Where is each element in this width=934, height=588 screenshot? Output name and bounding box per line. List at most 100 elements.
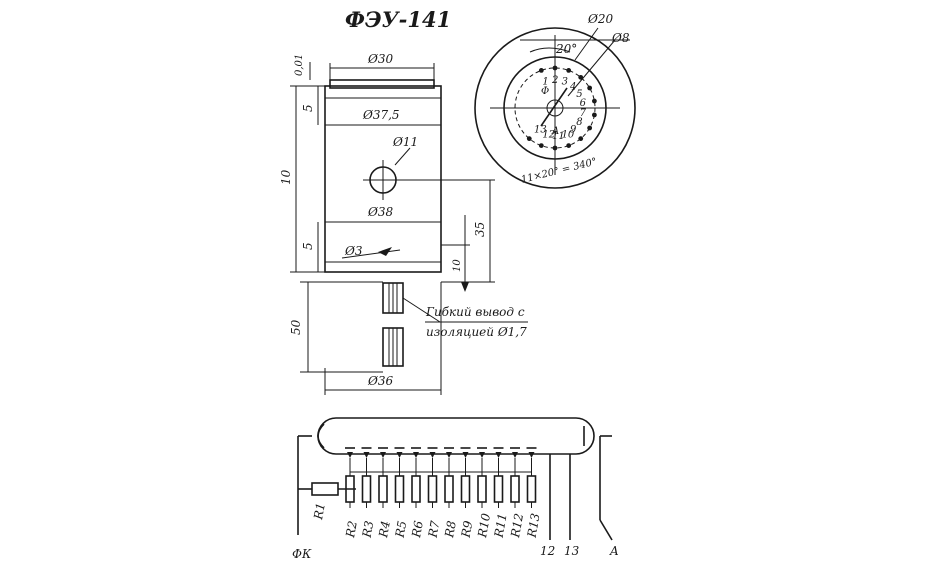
dynode-arrow xyxy=(363,452,370,458)
terminal-a: A xyxy=(609,544,619,558)
dim-10-small: 10 xyxy=(452,259,463,272)
label-resistor: R2 xyxy=(343,520,360,540)
dim-5-top: 5 xyxy=(301,104,315,112)
dynode-arrow xyxy=(429,452,436,458)
pin-label-phi: Φ xyxy=(541,86,549,97)
resistor xyxy=(361,475,372,503)
pin-label: 9 xyxy=(570,124,577,135)
pin-label: 5 xyxy=(576,89,582,100)
dim-angle: 20° xyxy=(555,42,577,56)
tube-window xyxy=(329,79,435,89)
base-outer-circle xyxy=(474,27,636,189)
label-resistor: R4 xyxy=(376,520,393,540)
label-resistor: R12 xyxy=(508,512,526,539)
label-resistor: R13 xyxy=(524,512,542,540)
base-pin xyxy=(591,112,597,118)
dim-diam-375: Ø37,5 xyxy=(362,108,400,122)
pin-label: 13 xyxy=(534,124,547,135)
base-pin xyxy=(566,68,572,73)
base-pin xyxy=(587,125,593,131)
base-pin xyxy=(552,145,558,151)
dynode-arrow xyxy=(380,452,386,458)
base-pin xyxy=(538,68,544,73)
dim-top-gap: 0,01 xyxy=(294,54,305,76)
label-resistor: R7 xyxy=(425,519,442,539)
dynode-arrow xyxy=(347,452,353,458)
resistor xyxy=(378,475,388,503)
label-resistor: R6 xyxy=(409,519,426,539)
key-arrow xyxy=(540,87,568,127)
label-resistor: R11 xyxy=(491,512,509,539)
pin-label-a: A xyxy=(551,126,559,137)
dim-35: 35 xyxy=(473,222,487,237)
tube-envelope xyxy=(317,417,595,455)
pin-label: 8 xyxy=(576,117,582,128)
dim-50: 50 xyxy=(289,319,303,335)
side-view: Ø30 Ø37,5 Ø11 Ø38 Ø3 10 5 5 0,01 50 xyxy=(279,52,528,395)
dim-diam-30: Ø30 xyxy=(367,52,393,66)
pin-label: 3 xyxy=(562,77,568,88)
resistor xyxy=(493,475,504,503)
base-pin xyxy=(578,136,584,142)
base-pin xyxy=(526,136,532,142)
flexible-lead xyxy=(382,282,404,367)
pin-label: 2 xyxy=(551,75,558,86)
dim-diam-11: Ø11 xyxy=(392,135,418,149)
resistor xyxy=(460,475,471,503)
dynode-arrow xyxy=(462,452,469,458)
label-resistor: R8 xyxy=(442,519,459,539)
resistor xyxy=(394,475,405,503)
label-resistor: R10 xyxy=(475,512,493,540)
dynode-arrow xyxy=(495,452,502,458)
base-pin xyxy=(566,143,572,148)
resistor xyxy=(526,475,537,503)
pin-label: 4 xyxy=(569,82,576,93)
lead-note-line1: Гибкий вывод с xyxy=(425,305,525,319)
pin-label: 6 xyxy=(580,98,587,109)
terminal-13: 13 xyxy=(564,544,580,558)
label-resistor: R5 xyxy=(392,520,409,540)
dim-5-bottom: 5 xyxy=(301,242,315,250)
dim-10: 10 xyxy=(279,169,293,185)
pin-label: 1 xyxy=(542,77,548,88)
base-pin xyxy=(578,74,584,80)
dynode-arrow xyxy=(528,452,535,458)
dynode-arrow xyxy=(413,452,419,458)
dim-diam-8: Ø8 xyxy=(611,31,630,45)
dim-diam-36: Ø36 xyxy=(367,374,393,388)
resistor xyxy=(411,475,421,503)
tube-body xyxy=(324,85,442,273)
dim-diam-20: Ø20 xyxy=(587,12,613,26)
pin-label: 7 xyxy=(580,108,587,119)
dynode-arrow xyxy=(479,452,485,458)
resistor xyxy=(444,475,454,503)
label-resistor: R9 xyxy=(458,519,475,539)
label-resistor: R3 xyxy=(359,519,376,539)
terminal-fk: ФК xyxy=(292,547,312,561)
lead-note-line2: изоляцией Ø1,7 xyxy=(426,325,527,339)
base-pin xyxy=(591,98,597,104)
pin-label: 10 xyxy=(562,129,575,140)
pin-label: 11 xyxy=(552,131,565,142)
photocathode xyxy=(317,423,325,449)
resistor xyxy=(510,475,520,503)
dynode-arrow xyxy=(396,452,403,458)
base-pin xyxy=(538,143,544,148)
dim-diam-3: Ø3 xyxy=(344,244,363,258)
base-pin xyxy=(552,65,558,71)
resistor xyxy=(477,475,487,503)
resistor-r1 xyxy=(311,482,339,496)
base-pin xyxy=(587,85,593,91)
terminal-12: 12 xyxy=(540,544,555,558)
dynode-arrow xyxy=(446,452,452,458)
drawing-title: ФЭУ-141 xyxy=(345,7,451,32)
label-r1: R1 xyxy=(311,502,328,522)
dim-diam-38: Ø38 xyxy=(367,205,393,219)
dynode-arrow xyxy=(512,452,518,458)
pin-label: 12 xyxy=(542,129,555,140)
